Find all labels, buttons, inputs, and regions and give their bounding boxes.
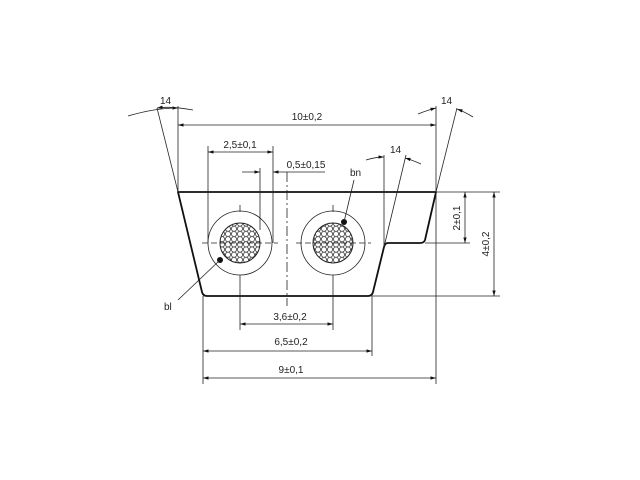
dim-9: 9±0,1 bbox=[279, 365, 304, 376]
dim-2-5: 2,5±0,1 bbox=[223, 140, 257, 151]
dim-4: 4±0,2 bbox=[481, 231, 492, 256]
angle-left: 14 bbox=[160, 96, 172, 107]
dim-2: 2±0,1 bbox=[452, 205, 463, 230]
conductor-left bbox=[202, 205, 278, 330]
angle-right: 14 bbox=[441, 96, 453, 107]
dim-6-5: 6,5±0,2 bbox=[274, 337, 308, 348]
label-bl: bl bbox=[164, 302, 172, 313]
angle-step: 14 bbox=[390, 145, 402, 156]
label-bn: bn bbox=[350, 168, 361, 179]
conductor-right bbox=[296, 205, 371, 330]
cable-profile-outline bbox=[177, 191, 437, 297]
dim-10: 10±0,2 bbox=[292, 112, 323, 123]
dim-0-5: 0,5±0,15 bbox=[287, 160, 326, 171]
dim-3-6: 3,6±0,2 bbox=[273, 312, 307, 323]
